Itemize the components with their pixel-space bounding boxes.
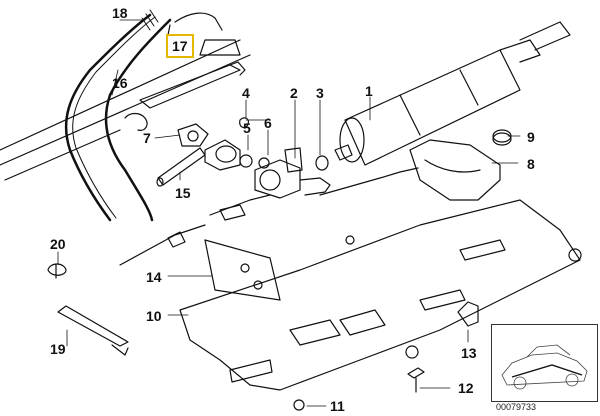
- o-ring-3: [315, 155, 329, 171]
- callout-4: 4: [242, 85, 250, 101]
- underbody-panel-10: [179, 199, 582, 391]
- callout-12: 12: [458, 380, 474, 396]
- callout-14: 14: [146, 269, 162, 285]
- part-number: 00079733: [496, 402, 537, 412]
- callout-9: 9: [527, 129, 535, 145]
- regulator-assembly: [204, 117, 270, 171]
- callout-19: 19: [50, 341, 66, 357]
- valve-2: [254, 147, 331, 199]
- bracket-8: [409, 139, 501, 201]
- callout-16: 16: [112, 75, 128, 91]
- callout-5: 5: [243, 120, 251, 136]
- frame-rail: [0, 39, 251, 181]
- callout-7: 7: [143, 130, 151, 146]
- clip-11: [293, 399, 305, 411]
- leader-lines: [57, 19, 521, 407]
- callout-20: 20: [50, 236, 66, 252]
- callout-1: 1: [365, 83, 373, 99]
- heat-shield-14: [204, 239, 281, 301]
- clip-13: [457, 301, 479, 327]
- callout-8: 8: [527, 156, 535, 172]
- callout-17-highlighted: 17: [166, 34, 194, 58]
- pipe-17: [167, 12, 241, 56]
- grommet-9: [492, 129, 512, 146]
- car-inset: [491, 324, 598, 402]
- cable-tie-19: [57, 305, 129, 356]
- callout-10: 10: [146, 308, 162, 324]
- callout-6: 6: [264, 115, 272, 131]
- hose-18: [64, 9, 159, 222]
- connector-pipe: [124, 61, 246, 131]
- hose-15: [156, 147, 206, 187]
- flange-7: [177, 123, 209, 147]
- callout-3: 3: [316, 85, 324, 101]
- fuel-line: [119, 167, 419, 266]
- car-silhouette-icon: [501, 344, 588, 390]
- callout-15: 15: [175, 185, 191, 201]
- fuel-filter-1: [334, 21, 571, 166]
- callout-13: 13: [461, 345, 477, 361]
- callout-18: 18: [112, 5, 128, 21]
- callout-11: 11: [330, 398, 345, 414]
- hose-16: [104, 18, 172, 222]
- screw-12: [407, 367, 425, 393]
- callout-2: 2: [290, 85, 298, 101]
- grommet-20: [47, 263, 67, 279]
